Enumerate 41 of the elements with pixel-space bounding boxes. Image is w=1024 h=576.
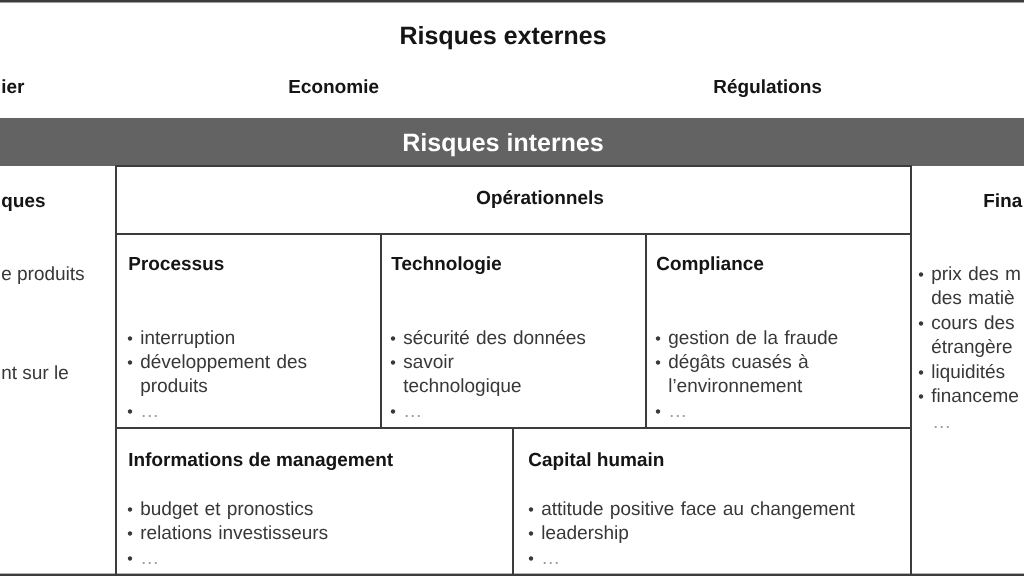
ellipsis-item: … [142, 562, 157, 564]
list-item: attitude positive face au changement [542, 501, 855, 519]
list-item: gestion de la fraude [669, 330, 838, 348]
category-label: Economie [289, 79, 379, 94]
list-item: liquidités [932, 364, 1005, 382]
category-label: Régulations [714, 79, 822, 98]
panel-heading: Risques externes [401, 25, 606, 50]
category-label: ier [2, 79, 25, 94]
box-title: Compliance [657, 256, 764, 274]
list-item: financeme [931, 388, 1018, 403]
list-item: e produits [2, 266, 84, 284]
list-item: nt sur le [2, 365, 68, 380]
list-item: leadership [542, 525, 629, 543]
category-box [115, 165, 912, 576]
category-box [380, 233, 647, 429]
internal-risks-panel [0, 118, 1024, 576]
ellipsis-item: … [405, 415, 420, 417]
column-title: Opérationnels [476, 190, 604, 208]
list-item: interruption [141, 330, 234, 348]
category-box [645, 233, 912, 429]
ellipsis-item: … [543, 562, 558, 564]
ellipsis-item: … [934, 426, 949, 428]
box-title: Technologie [391, 256, 502, 275]
box-title: Capital humain [529, 452, 664, 470]
category-label: ques [2, 196, 45, 211]
list-item: savoir technologique [403, 354, 521, 396]
category-box [115, 427, 514, 564]
list-item: sécurité des données [403, 330, 586, 345]
list-item: dégâts cuasés à l’environnement [669, 354, 809, 393]
category-label: Fina [984, 193, 1023, 208]
external-risks-panel [0, 0, 1024, 98]
box-title: Informations de management [129, 452, 393, 471]
ellipsis-item: … [670, 415, 685, 417]
list-item: développement des produits [141, 354, 307, 396]
ellipsis-item: … [142, 415, 157, 417]
category-box [512, 427, 912, 576]
box-title: Processus [129, 256, 224, 271]
category-box [115, 233, 382, 417]
panel-heading: Risques internes [403, 132, 603, 157]
list-item: relations investisseurs [141, 525, 328, 540]
list-item: budget et pronostics [141, 501, 313, 519]
